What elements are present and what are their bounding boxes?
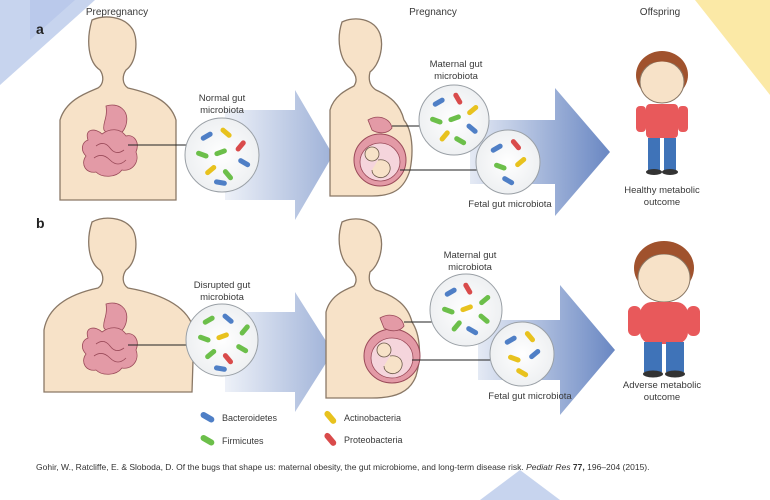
maternal-gut-label-a-line2: microbiota — [434, 71, 479, 82]
maternal-gut-label-b-line2: microbiota — [448, 262, 493, 273]
child-arm-right-b — [687, 306, 700, 336]
firmicutes-swatch — [200, 435, 215, 446]
fetus-head-a — [364, 146, 380, 162]
child-healthy — [636, 51, 688, 175]
legend-item-bacteroidetes: Bacteroidetes — [200, 412, 278, 423]
bacteroidetes-swatch — [200, 412, 215, 423]
citation-volume: 77, — [572, 462, 585, 472]
panel-b: b Disrupted gut microbiota — [36, 215, 701, 415]
child-shirt-a — [646, 104, 678, 138]
fetus-body-b — [383, 355, 403, 374]
child-face-a — [639, 60, 685, 104]
outcome-b-line1: Adverse metabolic — [623, 380, 701, 391]
bacteria-cluster-b3 — [504, 331, 541, 378]
outcome-a-line1: Healthy metabolic — [624, 185, 700, 196]
fetal-gut-label-a: Fetal gut microbiota — [468, 199, 552, 210]
legend-label-proteobacteria: Proteobacteria — [344, 435, 403, 445]
bacteria-cluster-a3 — [490, 139, 527, 186]
bacteria-cluster-b1 — [198, 313, 250, 372]
child-leg-left-a — [648, 138, 660, 170]
outcome-a-line2: outcome — [644, 197, 680, 208]
intestines-b — [82, 327, 138, 375]
maternal-gut-label-b-line1: Maternal gut — [444, 250, 497, 261]
header-pregnancy: Pregnancy — [409, 7, 457, 18]
child-adverse — [628, 241, 700, 378]
header-offspring: Offspring — [640, 7, 680, 18]
normal-gut-label-line1: Normal gut — [199, 93, 246, 104]
gut-microbiota-circle-b — [185, 303, 259, 377]
intestine-folds-a — [93, 143, 127, 165]
child-hair-fringe-b — [638, 246, 690, 266]
child-shoe-left-a — [646, 169, 662, 175]
corner-decoration-top-left-inner — [30, 0, 75, 40]
child-shoe-left-b — [643, 370, 663, 378]
legend-item-proteobacteria: Proteobacteria — [324, 432, 403, 446]
child-arm-right-a — [678, 106, 688, 132]
proteobacteria-swatch — [324, 432, 337, 446]
legend-label-firmicutes: Firmicutes — [222, 436, 264, 446]
actinobacteria-swatch — [324, 410, 337, 424]
normal-gut-label-line2: microbiota — [200, 105, 245, 116]
disrupted-gut-label-line2: microbiota — [200, 292, 245, 303]
citation-journal: Pediatr Res — [526, 462, 571, 472]
legend-item-actinobacteria: Actinobacteria — [324, 410, 401, 424]
outcome-b-line2: outcome — [644, 392, 680, 403]
legend-label-actinobacteria: Actinobacteria — [344, 413, 401, 423]
citation: Gohir, W., Ratcliffe, E. & Sloboda, D. O… — [36, 461, 736, 473]
child-leg-left-b — [644, 342, 662, 372]
intestine-folds-b — [93, 341, 127, 363]
disrupted-gut-label-line1: Disrupted gut — [194, 280, 251, 291]
fetus-body-a — [371, 159, 391, 178]
child-shirt-b — [640, 302, 688, 344]
maternal-gut-a — [367, 116, 393, 134]
child-hair-fringe-a — [640, 55, 684, 72]
legend: Bacteroidetes Firmicutes Actinobacteria … — [200, 410, 403, 446]
fetal-gut-circle-b — [489, 321, 555, 387]
child-leg-right-b — [666, 342, 684, 372]
bottom-decoration — [480, 470, 560, 500]
maternal-gut-label-a-line1: Maternal gut — [430, 59, 483, 70]
intestines-a — [82, 129, 138, 177]
fetal-gut-circle-a — [475, 129, 541, 195]
legend-label-bacteroidetes: Bacteroidetes — [222, 413, 278, 423]
bacteria-cluster-a1 — [196, 127, 251, 186]
fetus-head-b — [376, 342, 392, 358]
bacteria-cluster-b2 — [442, 282, 491, 336]
panel-a-arrow-left — [225, 90, 333, 220]
child-face-b — [637, 253, 691, 303]
child-arm-left-b — [628, 306, 641, 336]
child-shoe-right-b — [665, 370, 685, 378]
panel-b-letter: b — [36, 215, 45, 231]
citation-authors: Gohir, W., Ratcliffe, E. & Sloboda, D. O… — [36, 462, 524, 472]
header-prepregnancy: Prepregnancy — [86, 7, 148, 18]
child-arm-left-a — [636, 106, 646, 132]
corner-decoration-top-left — [0, 0, 95, 85]
corner-decoration-top-right — [695, 0, 770, 95]
panel-a-letter: a — [36, 21, 44, 37]
bacteria-cluster-a2 — [430, 92, 479, 146]
panel-a: a Normal gut microbiota — [36, 16, 700, 220]
maternal-gut-b — [379, 314, 405, 332]
child-leg-right-a — [664, 138, 676, 170]
legend-item-firmicutes: Firmicutes — [200, 435, 264, 446]
citation-pages: 196–204 (2015). — [587, 462, 650, 472]
child-shoe-right-a — [662, 169, 678, 175]
fetal-gut-label-b: Fetal gut microbiota — [488, 391, 572, 402]
